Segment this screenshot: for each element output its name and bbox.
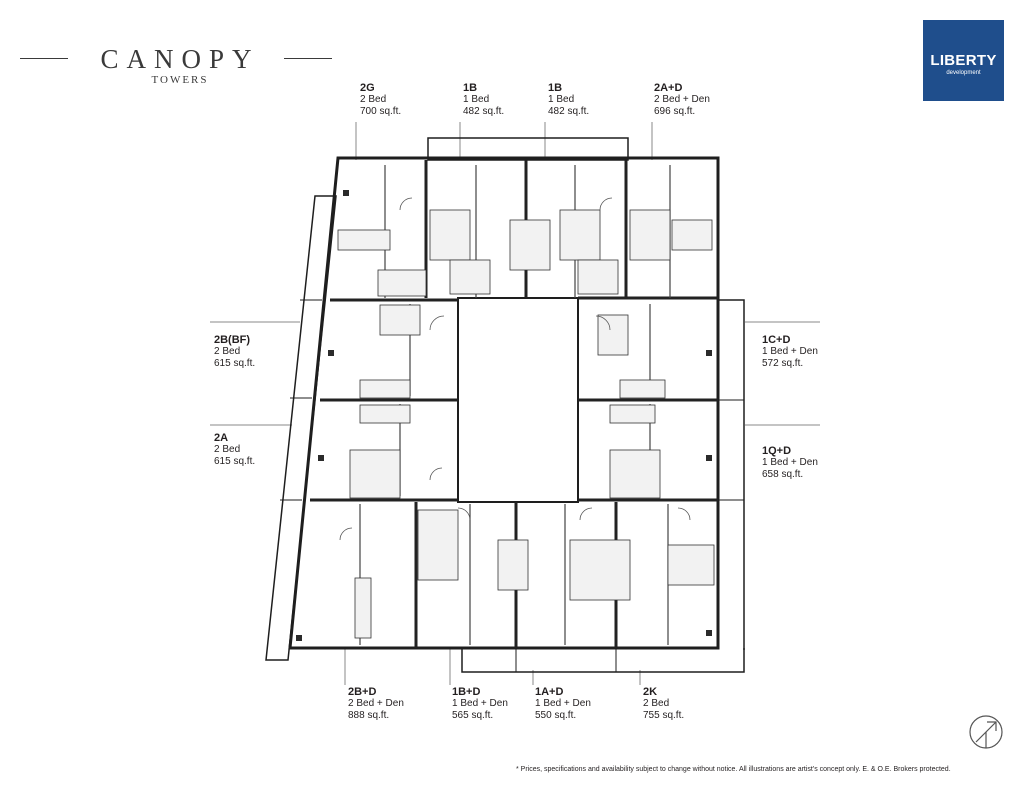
unit-code: 2K <box>643 686 658 698</box>
canopy-logo: CANOPY TOWERS <box>20 42 332 90</box>
unit-label-2b-d: 2B+D 2 Bed + Den 888 sq.ft. <box>348 686 404 722</box>
unit-label-2a: 2A 2 Bed 615 sq.ft. <box>214 432 255 468</box>
unit-code: 1B <box>463 82 478 94</box>
unit-code: 2B(BF) <box>214 334 251 346</box>
unit-size: 615 sq.ft. <box>214 456 256 467</box>
unit-size: 482 sq.ft. <box>548 106 590 117</box>
unit-label-2k: 2K 2 Bed 755 sq.ft. <box>643 686 684 722</box>
unit-label-2b-bf: 2B(BF) 2 Bed 615 sq.ft. <box>214 334 255 370</box>
unit-label-1q-d: 1Q+D 1 Bed + Den 658 sq.ft. <box>762 445 818 481</box>
unit-size: 565 sq.ft. <box>452 710 494 721</box>
unit-size: 572 sq.ft. <box>762 358 804 369</box>
unit-code: 2A <box>214 432 229 444</box>
unit-code: 2B+D <box>348 686 377 698</box>
logo-rule-left <box>20 58 68 59</box>
unit-type: 2 Bed <box>643 698 670 709</box>
unit-code: 1A+D <box>535 686 564 698</box>
logo-name: CANOPY <box>100 44 260 74</box>
unit-size: 696 sq.ft. <box>654 106 696 117</box>
unit-type: 2 Bed + Den <box>654 94 710 105</box>
brand-subtitle: development <box>946 70 981 76</box>
unit-type: 1 Bed <box>548 94 575 105</box>
unit-label-1a-d: 1A+D 1 Bed + Den 550 sq.ft. <box>535 686 591 722</box>
logo-rule-right <box>284 58 332 59</box>
unit-code: 1B <box>548 82 563 94</box>
unit-type: 2 Bed + Den <box>348 698 404 709</box>
unit-label-1b: 1B 1 Bed 482 sq.ft. <box>463 82 504 118</box>
unit-type: 1 Bed + Den <box>535 698 591 709</box>
unit-label-1b-d: 1B+D 1 Bed + Den 565 sq.ft. <box>452 686 508 722</box>
unit-type: 2 Bed <box>214 444 241 455</box>
unit-size: 658 sq.ft. <box>762 469 804 480</box>
unit-type: 1 Bed <box>463 94 490 105</box>
unit-size: 550 sq.ft. <box>535 710 577 721</box>
unit-code: 2G <box>360 82 375 94</box>
unit-code: 1C+D <box>762 334 791 346</box>
north-arrow-icon <box>969 715 1003 749</box>
unit-size: 700 sq.ft. <box>360 106 402 117</box>
unit-type: 1 Bed + Den <box>762 457 818 468</box>
logo-subtitle: TOWERS <box>151 74 209 86</box>
unit-code: 1Q+D <box>762 445 792 457</box>
disclaimer: * Prices, specifications and availabilit… <box>516 766 951 773</box>
unit-size: 615 sq.ft. <box>214 358 256 369</box>
unit-label-1b: 1B 1 Bed 482 sq.ft. <box>548 82 589 118</box>
unit-code: 2A+D <box>654 82 683 94</box>
unit-code: 1B+D <box>452 686 481 698</box>
unit-label-2a-d: 2A+D 2 Bed + Den 696 sq.ft. <box>654 82 710 118</box>
unit-type: 1 Bed + Den <box>452 698 508 709</box>
unit-label-2g: 2G 2 Bed 700 sq.ft. <box>360 82 401 118</box>
unit-size: 482 sq.ft. <box>463 106 505 117</box>
unit-type: 2 Bed <box>214 346 241 357</box>
brand-name: LIBERTY <box>930 52 997 69</box>
unit-type: 1 Bed + Den <box>762 346 818 357</box>
unit-label-1c-d: 1C+D 1 Bed + Den 572 sq.ft. <box>762 334 818 370</box>
unit-size: 755 sq.ft. <box>643 710 685 721</box>
unit-size: 888 sq.ft. <box>348 710 390 721</box>
unit-type: 2 Bed <box>360 94 387 105</box>
liberty-logo: LIBERTY development <box>923 20 1004 101</box>
